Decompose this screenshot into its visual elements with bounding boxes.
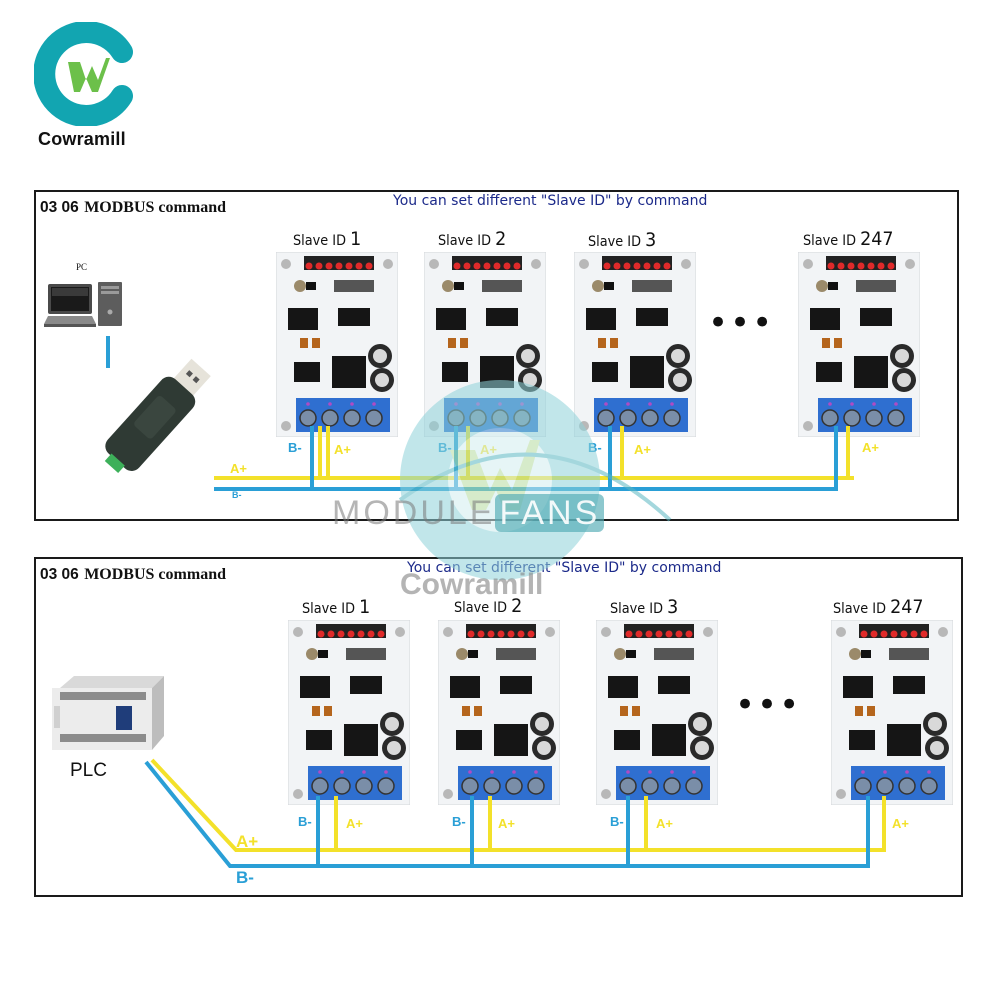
slave-module-board (831, 620, 953, 805)
a-plus-label: A+ (480, 442, 497, 457)
ellipsis: ••• (708, 303, 775, 343)
b-minus-label: B- (288, 440, 302, 455)
b-minus-label: B- (232, 490, 242, 500)
a-plus-label: A+ (634, 442, 651, 457)
command-name: MODBUS command (84, 199, 226, 216)
ellipsis: ••• (735, 685, 802, 725)
command-codes: 03 06 (40, 199, 79, 216)
b-minus-label: B- (588, 440, 602, 455)
a-plus-label: A+ (498, 816, 515, 831)
cowramill-logo-icon (34, 22, 133, 126)
plc-icon (52, 676, 164, 750)
slave-id-label: Slave ID 1 (302, 596, 371, 618)
usb-rs485-adapter-icon (104, 358, 211, 474)
b-minus-label: B- (298, 814, 312, 829)
a-plus-label: A+ (334, 442, 351, 457)
a-plus-label: A+ (862, 440, 879, 455)
slave-module-board (596, 620, 718, 805)
slave-id-label: Slave ID 3 (610, 596, 679, 618)
a-plus-label: A+ (656, 816, 673, 831)
pc-icon (44, 282, 122, 327)
command-name: MODBUS command (84, 566, 226, 583)
brand-name: Cowramill (38, 129, 126, 149)
brand-logo: Cowramill (32, 22, 152, 152)
slave-id-label: Slave ID 1 (293, 228, 362, 250)
a-plus-label: A+ (230, 461, 247, 476)
plc-label: PLC (70, 760, 107, 781)
panel-subtitle: You can set different "Slave ID" by comm… (393, 193, 708, 209)
panel-title: 03 06 MODBUS command (40, 565, 226, 584)
b-minus-label: B- (610, 814, 624, 829)
panel-title: 03 06 MODBUS command (40, 198, 226, 217)
slave-module-board (798, 252, 920, 437)
b-minus-label: B- (452, 814, 466, 829)
command-codes: 03 06 (40, 566, 79, 583)
a-plus-label: A+ (236, 832, 259, 851)
slave-id-label: Slave ID 247 (833, 596, 924, 618)
slave-module-board (288, 620, 410, 805)
a-plus-label: A+ (346, 816, 363, 831)
a-plus-label: A+ (892, 816, 909, 831)
slave-id-label: Slave ID 2 (454, 595, 523, 617)
slave-id-label: Slave ID 247 (803, 228, 894, 250)
slave-module-board (438, 620, 560, 805)
slave-module-board (276, 252, 398, 437)
slave-id-label: Slave ID 2 (438, 228, 507, 250)
slave-module-board (574, 252, 696, 437)
b-minus-label: B- (236, 868, 254, 887)
pc-label: PC (76, 262, 88, 272)
b-minus-label: B- (438, 440, 452, 455)
slave-id-label: Slave ID 3 (588, 229, 657, 251)
slave-module-board (424, 252, 546, 437)
panel-subtitle: You can set different "Slave ID" by comm… (407, 560, 722, 576)
